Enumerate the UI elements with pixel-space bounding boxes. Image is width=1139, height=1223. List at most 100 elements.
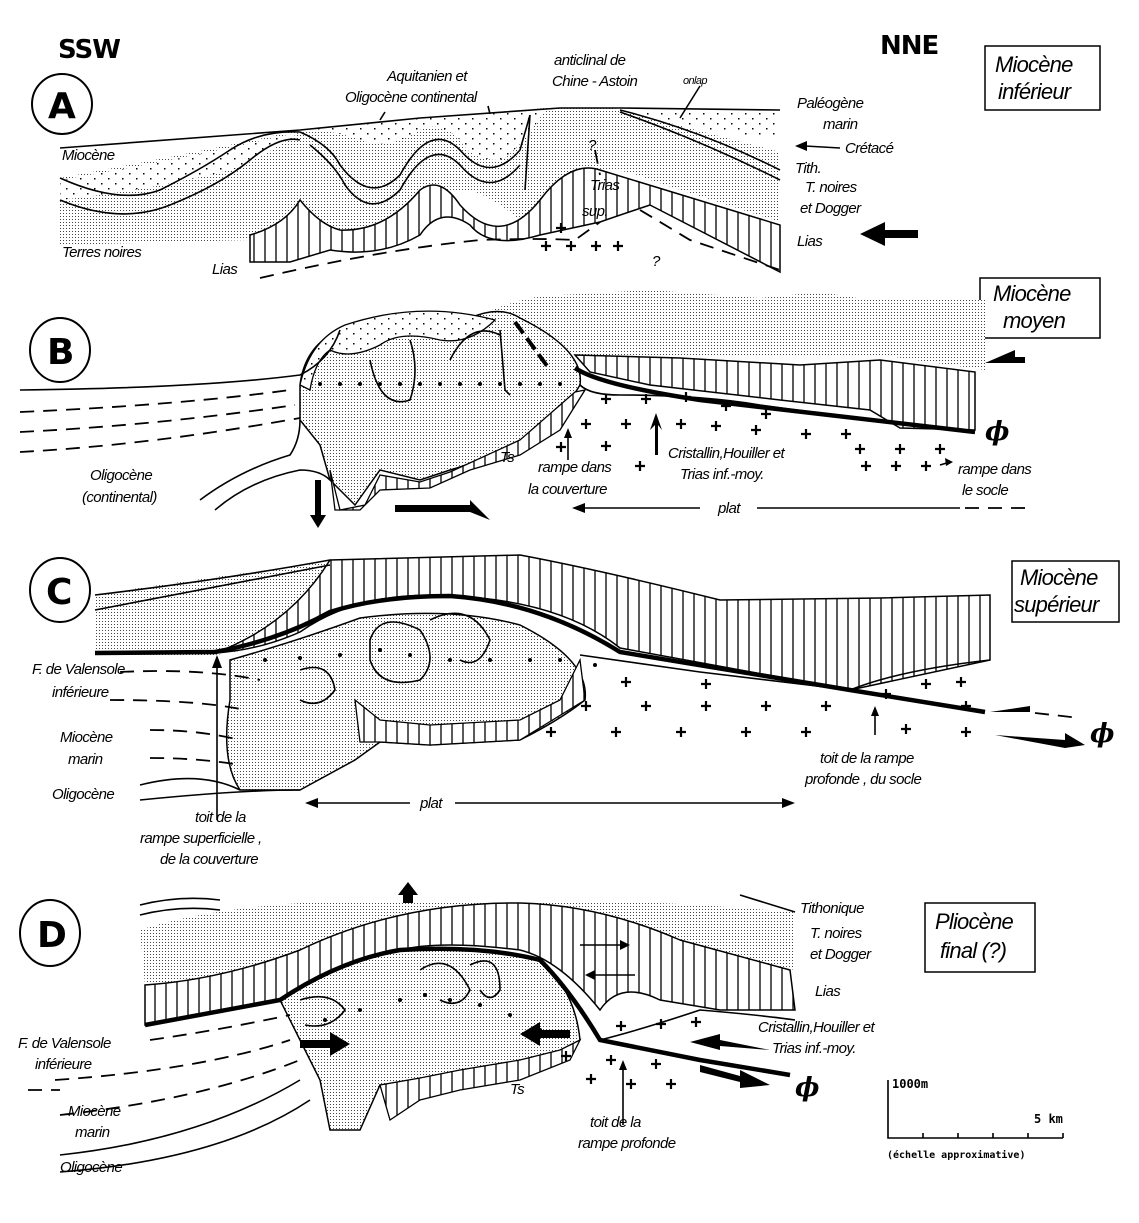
label-oligocene-continental: Oligocène continental [345,89,478,106]
label-phi: ϕ [795,1073,819,1103]
panel-c-letter: C [46,572,72,613]
uplift-arrow [398,882,418,903]
label-toit-1: toit de la [590,1114,641,1131]
label-tithonique: Tithonique [800,900,864,917]
label-miocene: Miocène [68,1103,121,1120]
shear-arrow [700,1065,770,1088]
label-aquitanien: Aquitanien et [386,68,468,85]
down-arrow [310,480,326,528]
lias-hatch [573,354,976,431]
dot-row [263,648,597,667]
label-onlap: onlap [683,75,707,87]
label-chine-astoin: Chine - Astoin [552,73,638,90]
label-miocene: Miocène [62,147,115,164]
scale-vertical: 1000m [892,1077,928,1091]
label-cristallin: Cristallin,Houiller et [758,1019,875,1036]
label-tnoires: T. noires [805,179,858,196]
label-anticlinal: anticlinal de [554,52,626,69]
label-oligocene: Oligocène [52,786,114,803]
ts-hatch [354,657,586,746]
lias-hatch [249,167,781,274]
basement-crosses-b [556,392,945,471]
label-tith: Tith. [795,160,821,177]
panel-b-period-line1: Miocène [993,281,1071,306]
label-toit-2: rampe superficielle , [140,830,262,847]
scale-note: (échelle approximative) [887,1149,1025,1161]
label-trias: Trias [590,177,620,194]
label-lias: Lias [815,983,841,1000]
scale-bar: 1000m 5 km (échelle approximative) [887,1077,1064,1161]
panel-d-period-line1: Pliocène [935,909,1014,934]
label-rampe-socle-2: le socle [962,482,1008,499]
direction-nne: NNE [880,31,938,61]
panel-a-period-line2: inférieur [998,79,1073,104]
label-trias-inf-moy: Trias inf.-moy. [680,466,764,483]
label-marin: marin [68,751,103,768]
dot-row [318,382,562,386]
ts-hatch [329,389,587,511]
label-valensole: F. de Valensole [18,1035,111,1052]
shear-arrow-left [985,350,1025,363]
panel-b-period-line2: moyen [1003,308,1066,333]
label-toit-1: toit de la [195,809,246,826]
label-toit-3: de la couverture [160,851,258,868]
label-marin: marin [75,1124,110,1141]
shear-arrow-right [395,500,490,520]
label-dogger: et Dogger [810,946,872,963]
label-trias-inf-moy: Trias inf.-moy. [772,1040,856,1057]
label-paleogene: Paléogène [797,95,864,112]
label-plat: plat [419,795,443,812]
panel-d-letter: D [37,915,67,956]
panel-a: A Miocène inférieur anticlinal de Chine … [31,45,1101,279]
shear-arrow [995,733,1085,748]
direction-ssw: SSW [58,35,120,65]
label-tnoires: T. noires [810,925,863,942]
basement-crosses-c [546,677,971,737]
arrow-left [520,1022,570,1046]
stipple-upper [470,290,985,370]
label-plat: plat [717,500,741,517]
label-question-2: ? [652,253,661,270]
label-miocene: Miocène [60,729,113,746]
label-toit-profonde-1: toit de la rampe [820,750,914,767]
label-dogger: et Dogger [800,200,862,217]
label-sup: sup. [582,203,608,220]
label-cristallin: Cristallin,Houiller et [668,445,785,462]
panel-c-period-line1: Miocène [1020,565,1098,590]
scale-horizontal: 5 km [1034,1112,1063,1126]
stipple-layer [60,106,780,251]
label-phi: ϕ [1090,719,1114,749]
label-oligocene: Oligocène [60,1159,122,1176]
label-inferieure: inférieure [52,684,109,701]
up-arrow [650,413,662,455]
ts-hatch [379,1038,582,1122]
label-ts: Ts [510,1081,525,1098]
panel-b-letter: B [47,332,74,373]
label-question-1: ? [588,137,597,154]
label-toit-2: rampe profonde [578,1135,676,1152]
label-lias-left: Lias [212,261,238,278]
arrow-right [300,1032,350,1056]
sand-layer [60,110,780,200]
label-rampe-dans: rampe dans [538,459,612,476]
compression-arrow [860,222,918,246]
panel-d: D Pliocène final (?) Tithoni [18,882,1036,1176]
panel-b: B Miocène moyen Oligocène (con [19,277,1101,528]
panel-a-letter: A [48,86,76,127]
panel-c: C Miocène supérieur F. de Valensole [29,554,1120,868]
label-lias-right: Lias [797,233,823,250]
label-valensole: F. de Valensole [32,661,125,678]
label-phi: ϕ [985,417,1009,447]
label-continental: (continental) [82,489,157,506]
panel-c-period-line2: supérieur [1014,592,1101,617]
label-ts: Ts [500,449,515,466]
label-rampe-socle-1: rampe dans [958,461,1032,478]
label-cretace: Crétacé [845,140,894,157]
label-marin: marin [823,116,858,133]
label-la-couverture: la couverture [528,481,607,498]
basement-crosses-a [541,223,623,251]
label-inferieure: inférieure [35,1056,92,1073]
panel-a-period-line1: Miocène [995,52,1073,77]
basement-crosses-d [561,1017,701,1089]
